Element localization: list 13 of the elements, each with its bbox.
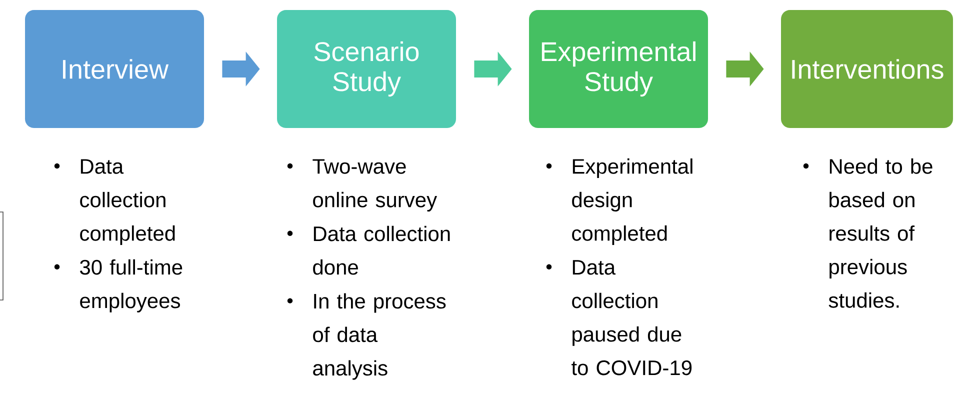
bullet-text: Need to be based on results of previous studies. [828, 158, 932, 308]
process-box: Interventions [781, 10, 953, 128]
process-box: Scenario Study [277, 10, 456, 128]
bullet-text: Two-wave online survey [312, 159, 438, 212]
bullet-text: Data collection done [313, 226, 450, 275]
process-box: Interview [25, 10, 204, 128]
bullet-text: In the process of data analysis [313, 293, 446, 380]
bullet-text: Experimental design completed [572, 158, 692, 245]
bullet-text: 30 full-time employees [80, 259, 182, 312]
bullet-text: Data collection completed [80, 159, 175, 245]
bullet-text: Data collection paused due to COVID-19 [572, 260, 692, 376]
process-box: Experimental Study [529, 10, 708, 128]
partial-frame [0, 212, 4, 300]
